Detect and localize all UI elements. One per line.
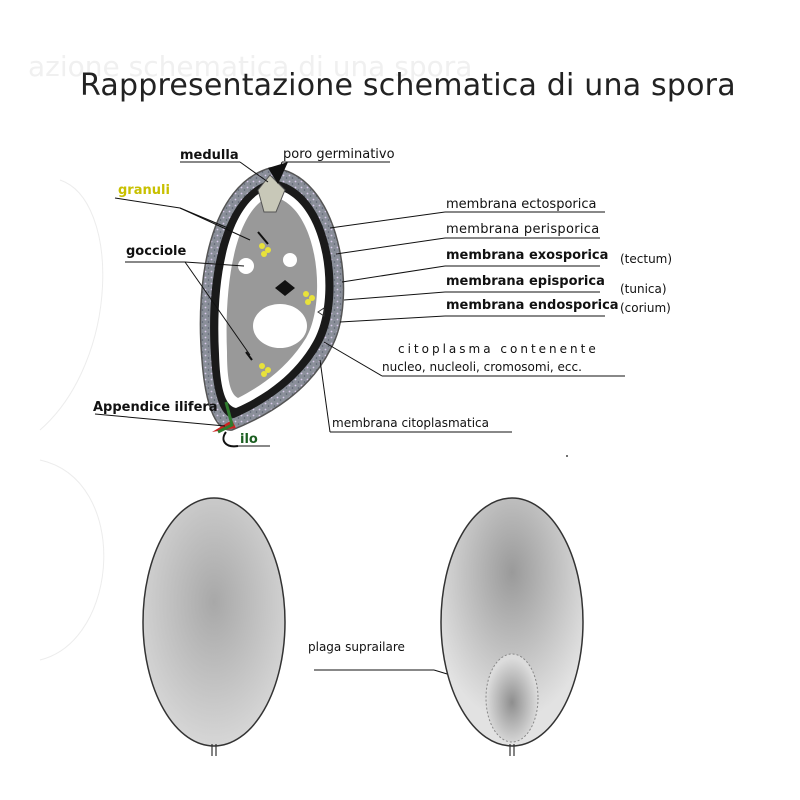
leader-gocciole-1 bbox=[184, 261, 245, 267]
label-membrana-episporica: membrana episporica bbox=[446, 274, 605, 289]
label-citoplasma-line2: nucleo, nucleoli, cromosomi, ecc. bbox=[382, 360, 582, 374]
page-title: Rappresentazione schematica di una spora bbox=[80, 68, 736, 103]
leader-lines bbox=[94, 161, 625, 691]
faint-outline-bottom bbox=[39, 459, 105, 661]
label-membrana-ectosporica: membrana ectosporica bbox=[446, 197, 597, 212]
inner-arrow-2 bbox=[245, 351, 253, 361]
label-tunica: (tunica) bbox=[620, 282, 667, 296]
small-droplet-2 bbox=[283, 253, 297, 267]
leader-perisporica bbox=[335, 237, 446, 255]
granules bbox=[259, 243, 315, 377]
label-tectum: (tectum) bbox=[620, 252, 673, 266]
label-appendice-ilifera: Appendice ilifera bbox=[93, 400, 218, 415]
label-membrana-citoplasmatica: membrana citoplasmatica bbox=[332, 416, 490, 430]
label-membrana-perisporica: membrana perisporica bbox=[446, 222, 600, 237]
germ-pore-cap bbox=[257, 174, 286, 213]
inner-arrow-1 bbox=[257, 231, 269, 245]
label-plaga-suprailare: plaga suprailare bbox=[308, 640, 405, 654]
leader-citoplasmatica bbox=[319, 359, 331, 433]
cytoplasm bbox=[226, 196, 318, 398]
leader-exosporica bbox=[341, 265, 446, 283]
spore-main-body bbox=[199, 167, 345, 448]
label-ilo: ilo bbox=[240, 432, 258, 447]
germ-pore-arrow bbox=[268, 162, 288, 184]
faded-background-title: azione schematica di una spora bbox=[28, 50, 473, 83]
label-gocciole: gocciole bbox=[126, 244, 187, 259]
nucleus bbox=[275, 280, 295, 296]
spore-plage-apiculus bbox=[509, 744, 515, 756]
label-membrana-exosporica: membrana exosporica bbox=[446, 248, 609, 263]
hilum-hook bbox=[222, 431, 239, 448]
inner-arrow-3 bbox=[317, 307, 325, 317]
leader-medulla bbox=[239, 161, 269, 183]
leader-citoplasma bbox=[323, 341, 383, 377]
spore-with-plage bbox=[440, 497, 584, 756]
stray-dot bbox=[566, 455, 568, 457]
leader-appendice bbox=[94, 413, 226, 427]
large-droplet bbox=[253, 304, 307, 348]
label-corium: (corium) bbox=[620, 301, 671, 315]
label-granuli: granuli bbox=[118, 183, 170, 198]
faint-outline-top bbox=[39, 179, 104, 431]
appendix-green bbox=[217, 401, 234, 434]
label-membrana-endosporica: membrana endosporica bbox=[446, 298, 619, 313]
leader-episporica bbox=[343, 291, 446, 301]
leader-granuli-2 bbox=[179, 207, 251, 241]
spore-plage-body bbox=[440, 497, 584, 747]
spore-plain-body bbox=[142, 497, 286, 747]
leader-gocciole-2 bbox=[184, 261, 251, 356]
leader-ectosporica bbox=[329, 211, 446, 229]
small-droplet-1 bbox=[238, 258, 254, 274]
leader-granuli bbox=[114, 197, 181, 209]
label-citoplasma-line1: citoplasma contenente bbox=[398, 342, 599, 356]
label-poro-germinativo: poro germinativo bbox=[283, 147, 395, 162]
suprahilar-plage bbox=[485, 653, 539, 743]
spore-plain bbox=[142, 497, 286, 756]
leader-endosporica bbox=[339, 315, 446, 323]
spore-plain-apiculus bbox=[211, 744, 217, 756]
label-medulla: medulla bbox=[180, 148, 239, 163]
